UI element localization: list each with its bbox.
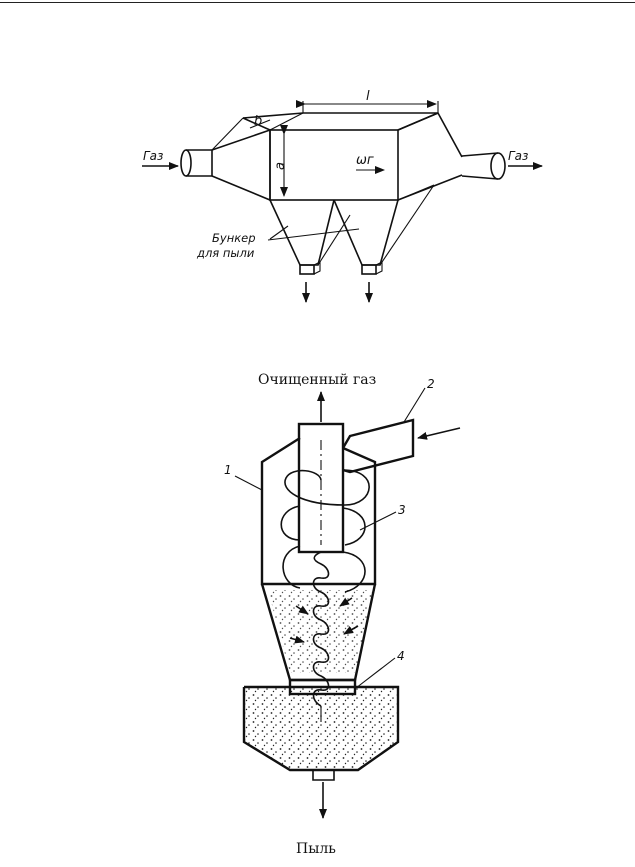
callout-2-leader bbox=[403, 387, 426, 423]
callout-1: 1 bbox=[224, 463, 232, 477]
chamber-top-face bbox=[242, 112, 439, 131]
hopper-leader-left bbox=[269, 225, 289, 240]
callout-4: 4 bbox=[397, 649, 405, 663]
dust-bin bbox=[242, 685, 400, 772]
chamber-front-face bbox=[269, 129, 399, 201]
velocity-label: ωг bbox=[356, 153, 374, 168]
inlet-duct bbox=[341, 418, 415, 474]
dimension-b-line bbox=[249, 119, 271, 129]
width-b-label: b bbox=[254, 114, 262, 129]
callout-3: 3 bbox=[398, 503, 406, 517]
hopper-label-line1: Бункер bbox=[212, 231, 256, 245]
dust-bin-outlet bbox=[312, 770, 335, 781]
dust-hoppers bbox=[269, 184, 435, 275]
dust-bin-fill bbox=[244, 687, 398, 770]
dust-label: Пыль bbox=[296, 841, 336, 857]
cone-dust-fill bbox=[268, 590, 375, 673]
gas-out-label: Газ bbox=[508, 149, 528, 163]
callout-4-leader bbox=[355, 657, 396, 689]
height-a-label: a bbox=[273, 162, 288, 170]
inlet-diffuser-top-edge bbox=[211, 117, 244, 151]
header-rule bbox=[0, 2, 635, 3]
outlet-pipe bbox=[461, 152, 506, 180]
cyclone: Очищенный газ bbox=[224, 372, 461, 857]
clean-gas-label: Очищенный газ bbox=[258, 372, 376, 388]
settling-chamber: Газ Газ l b a ωг Бункер для пыли bbox=[142, 89, 543, 303]
outer-vortex-spiral bbox=[280, 469, 370, 593]
cyclone-cylinder bbox=[260, 436, 377, 586]
hopper-label-line2: для пыли bbox=[196, 246, 255, 260]
callout-1-leader bbox=[234, 475, 263, 491]
gas-in-label: Газ bbox=[143, 149, 163, 163]
inner-vortex-helix bbox=[312, 551, 330, 707]
callout-2: 2 bbox=[427, 377, 435, 391]
outlet-diffuser-top bbox=[397, 111, 463, 158]
length-l-label: l bbox=[366, 89, 370, 104]
inlet-pipe bbox=[180, 149, 213, 177]
callout-3-leader bbox=[359, 511, 397, 531]
inlet-gas-arrow bbox=[417, 427, 461, 440]
hopper-leader-right bbox=[267, 228, 360, 241]
